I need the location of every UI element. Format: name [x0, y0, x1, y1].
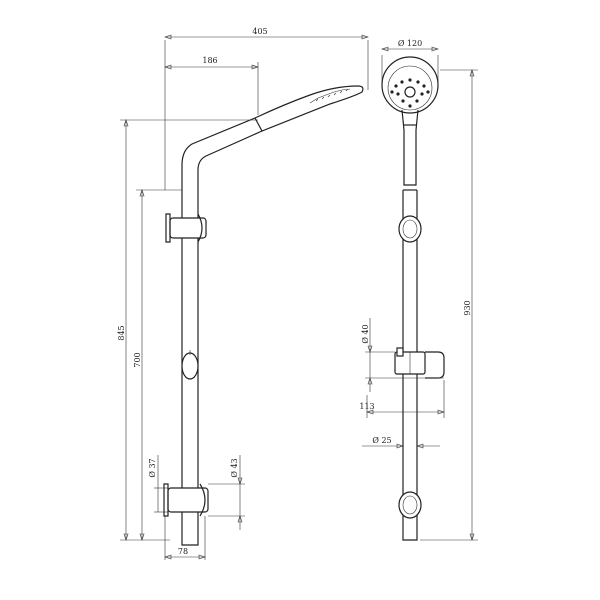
front-dimensions: Ø 120 930 Ø 40 113 Ø 25: [359, 39, 478, 541]
front-upper-bracket: [398, 215, 422, 243]
front-slider-knob: [396, 347, 404, 357]
side-slider-ring: [181, 352, 199, 380]
side-head-nozzles: [315, 88, 349, 102]
front-slider-holder: [425, 351, 445, 379]
front-head-nozzles: [390, 78, 430, 108]
front-lower-bracket-inner: [402, 495, 418, 515]
front-handle: [401, 109, 419, 186]
dim-43: Ø 43: [230, 458, 239, 477]
dim-700: 700: [133, 352, 142, 367]
side-upper-bracket-plate: [165, 213, 171, 243]
side-handshower-head: [254, 85, 364, 132]
dim-930: 930: [463, 300, 472, 315]
side-upper-bracket-clamp: [197, 213, 203, 243]
front-head-inner: [387, 65, 433, 111]
side-lower-bracket: [167, 487, 209, 513]
side-dimensions: 405 186 845 700 Ø 37 Ø 43 78: [117, 27, 369, 560]
dim-845: 845: [117, 325, 126, 340]
dim-25: Ø 25: [372, 436, 391, 445]
side-head-face: [309, 88, 351, 104]
side-upper-arm: [181, 117, 263, 180]
side-view: [163, 85, 364, 546]
dim-40: Ø 40: [361, 324, 370, 343]
dim-37: Ø 37: [148, 458, 157, 477]
side-lower-bracket-clamp: [199, 483, 206, 517]
front-upper-bracket-inner: [402, 219, 418, 239]
dim-405: 405: [252, 27, 267, 36]
front-lower-bracket: [398, 491, 422, 519]
dim-120: Ø 120: [398, 39, 422, 48]
side-lower-bracket-plate: [163, 483, 169, 517]
dim-113: 113: [359, 402, 374, 411]
front-view: [381, 56, 445, 541]
front-head-center: [404, 86, 416, 98]
dim-78: 78: [178, 547, 188, 556]
dim-186: 186: [202, 56, 217, 65]
